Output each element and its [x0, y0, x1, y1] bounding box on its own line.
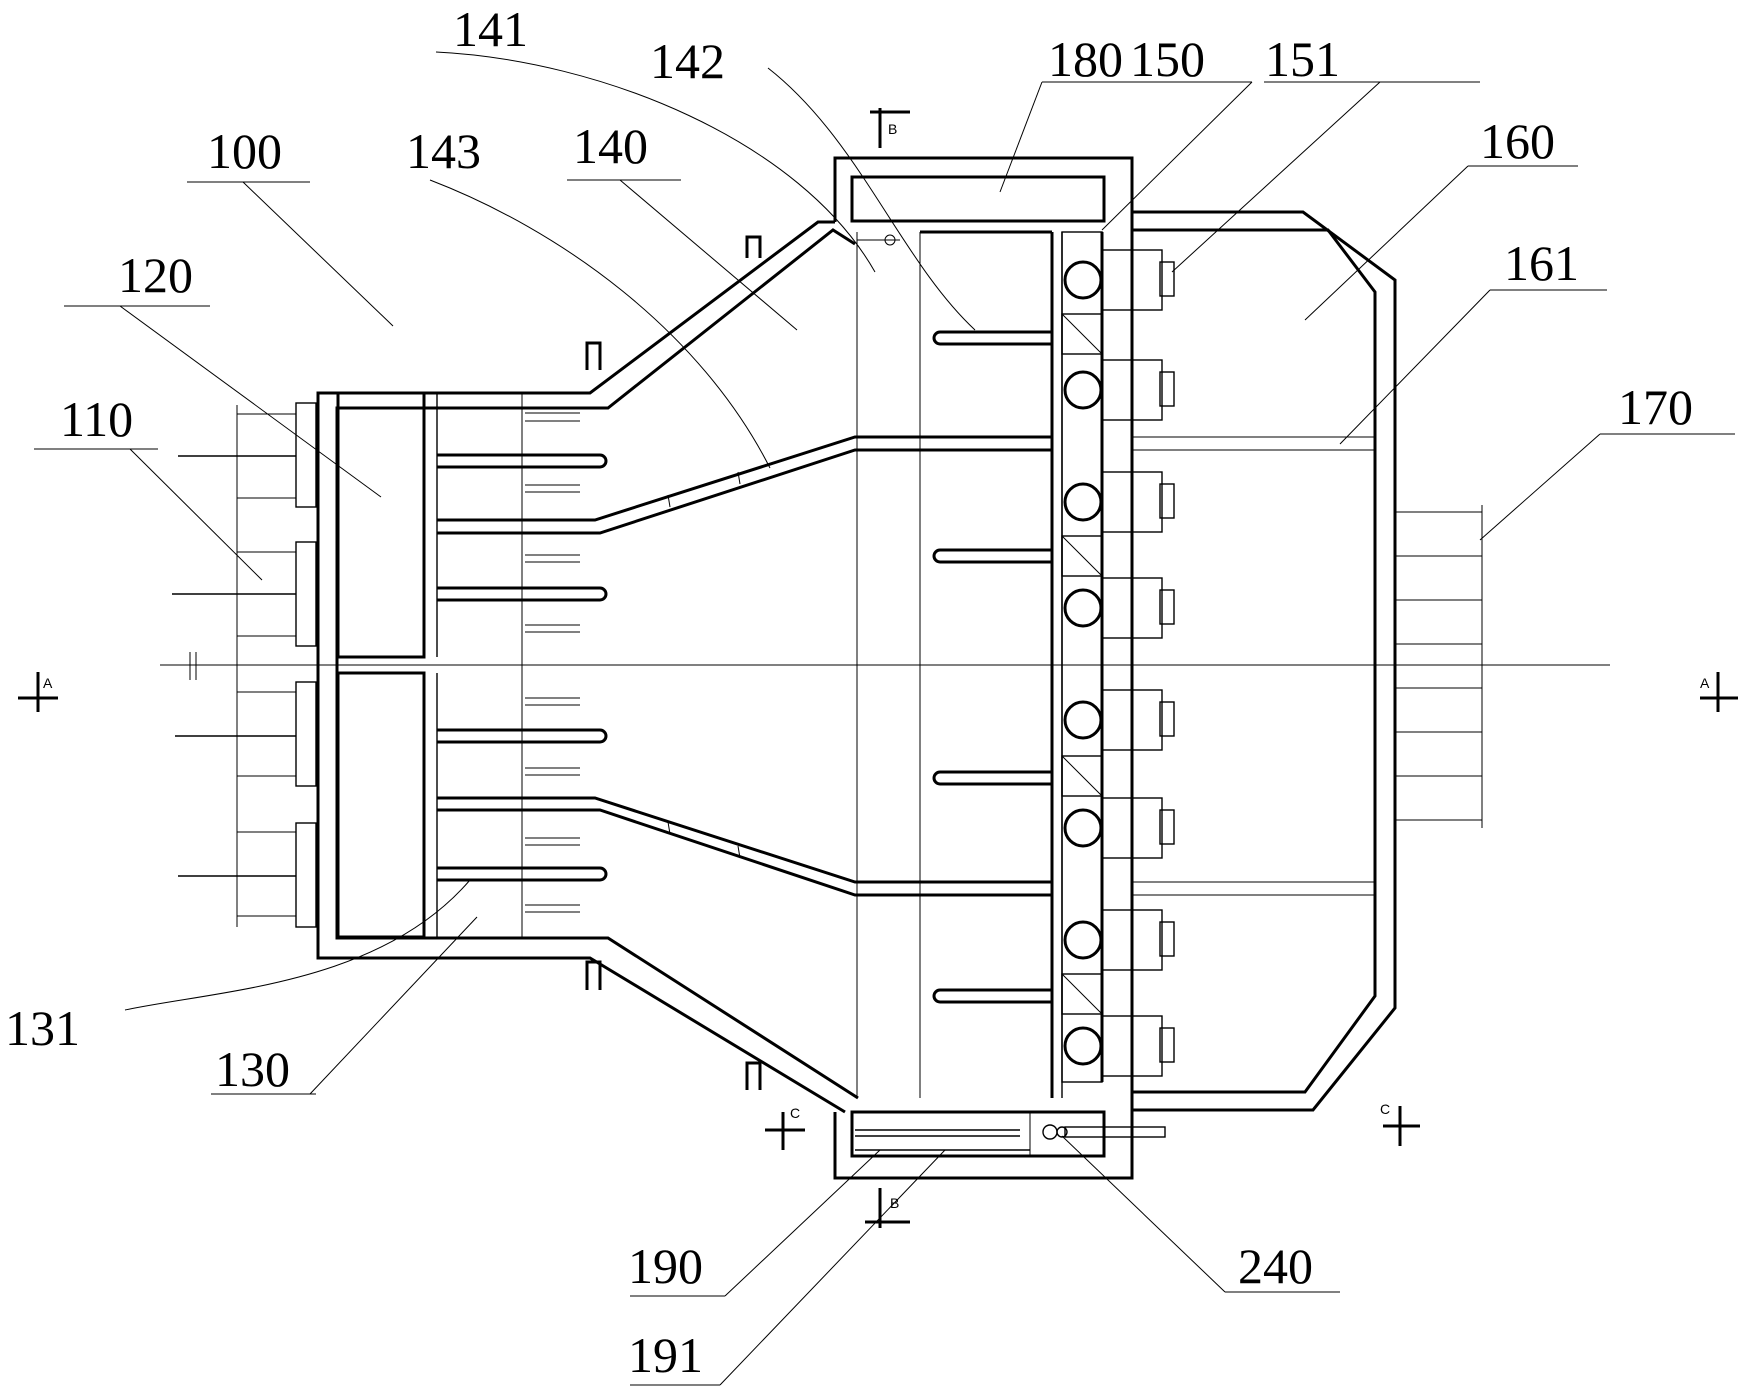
- leader-lines: [34, 51, 1735, 1386]
- hatch-boxes: [1061, 313, 1103, 1015]
- label-142: 142: [650, 33, 725, 89]
- section-b-top: B: [888, 121, 897, 137]
- label-100: 100: [207, 123, 282, 179]
- label-140: 140: [573, 118, 648, 174]
- inlet-chambers-120: [336, 391, 426, 939]
- label-180: 180: [1048, 31, 1123, 87]
- label-151: 151: [1265, 31, 1340, 87]
- label-160: 160: [1480, 113, 1555, 169]
- label-110: 110: [60, 391, 133, 447]
- section-axis-a: [160, 652, 1610, 680]
- section-c-left: C: [790, 1105, 800, 1121]
- label-190: 190: [628, 1238, 703, 1294]
- pump-units-150: [1061, 231, 1175, 1083]
- label-161: 161: [1504, 235, 1579, 291]
- label-120: 120: [118, 247, 193, 303]
- label-131: 131: [5, 1000, 80, 1056]
- label-143: 143: [406, 123, 481, 179]
- reference-labels: 100 110 120 130 131 140 141 142 143 150 …: [5, 1, 1693, 1383]
- label-170: 170: [1618, 379, 1693, 435]
- bottom-gate-190: [855, 1112, 1166, 1156]
- section-a-left: A: [43, 675, 53, 691]
- outlet-chamber-160: [1130, 212, 1375, 1110]
- pump-outlets-151: [1101, 249, 1175, 1077]
- label-150: 150: [1130, 31, 1205, 87]
- pump-circles: [1063, 260, 1103, 1066]
- label-130: 130: [215, 1041, 290, 1097]
- label-191: 191: [628, 1327, 703, 1383]
- distribution-baffles-131: [436, 393, 1052, 937]
- section-c-right: C: [1380, 1101, 1390, 1117]
- section-markers: A A B B C C: [18, 108, 1738, 1228]
- label-240: 240: [1238, 1238, 1313, 1294]
- section-a-right: A: [1700, 675, 1710, 691]
- outlet-pipes-170: [1395, 505, 1483, 828]
- label-141: 141: [453, 1, 528, 57]
- inlet-pipes-110: [172, 402, 317, 928]
